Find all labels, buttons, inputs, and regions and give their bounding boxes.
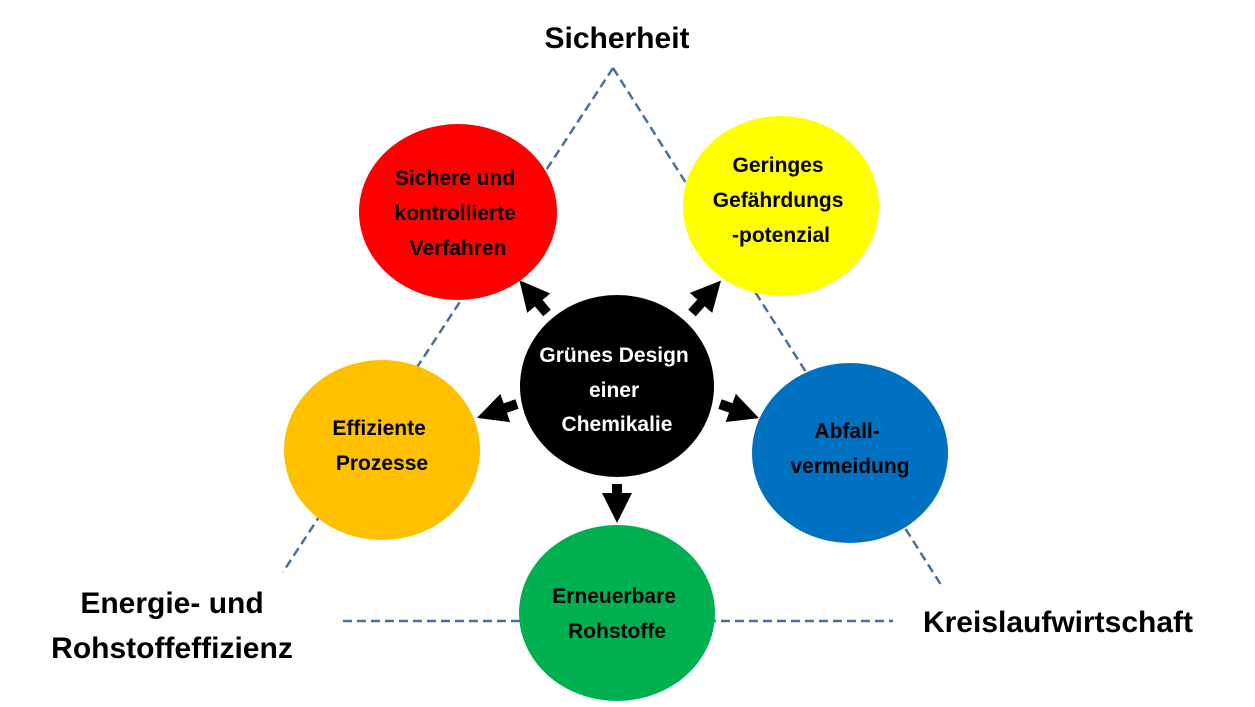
corner-label-left-2: Rohstoffeffizienz — [51, 632, 293, 665]
node-red-label: Sichere und kontrollierte Verfahren — [394, 167, 521, 260]
node-orange-circle — [284, 360, 480, 540]
arrow-up-right-icon — [688, 280, 722, 317]
arrow-left-icon — [476, 393, 519, 423]
node-yellow-circle — [683, 116, 879, 296]
corner-label-left-1: Energie- und — [80, 587, 263, 620]
node-yellow-label: Geringes Gefährdungs -potenzial — [713, 154, 850, 247]
corner-label-top: Sicherheit — [544, 22, 689, 55]
node-blue-circle — [752, 363, 948, 543]
corner-label-right: Kreislaufwirtschaft — [923, 606, 1193, 639]
node-blue-label: Abfall- vermeidung — [790, 420, 909, 478]
arrow-right-icon — [718, 393, 759, 422]
node-red-circle — [359, 124, 557, 300]
center-label: Grünes Design einer Chemikalie — [539, 344, 694, 436]
right-edge-line — [611, 67, 945, 589]
node-orange-label: Effiziente Prozesse — [332, 417, 431, 475]
node-green-circle — [519, 525, 715, 701]
arrows — [476, 280, 759, 523]
center-circle — [520, 295, 714, 477]
left-edge-line — [281, 67, 615, 573]
node-green-label: Erneuerbare Rohstoffe — [552, 585, 682, 643]
arrow-up-left-icon — [519, 280, 551, 317]
